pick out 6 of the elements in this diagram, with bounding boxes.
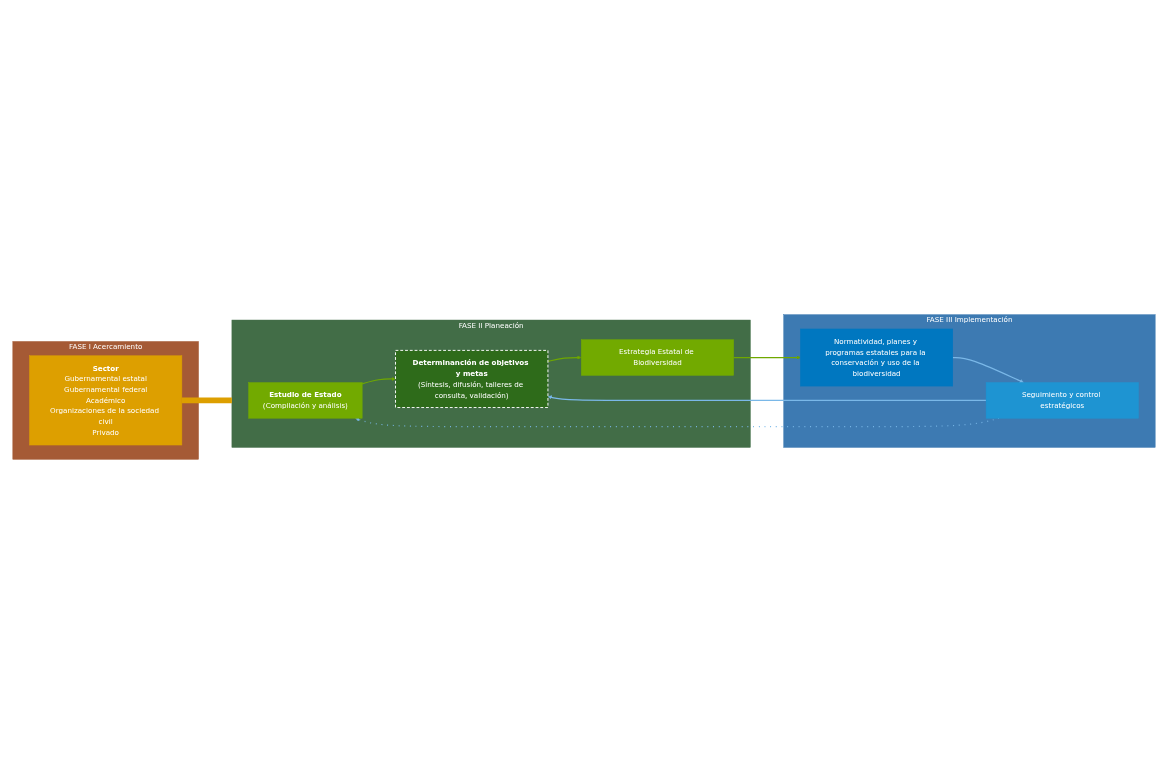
arrow [951,356,1024,383]
arrow [547,395,987,401]
arrow [546,355,581,362]
arrow [732,355,801,360]
connector [181,397,232,404]
arrow [361,376,396,385]
